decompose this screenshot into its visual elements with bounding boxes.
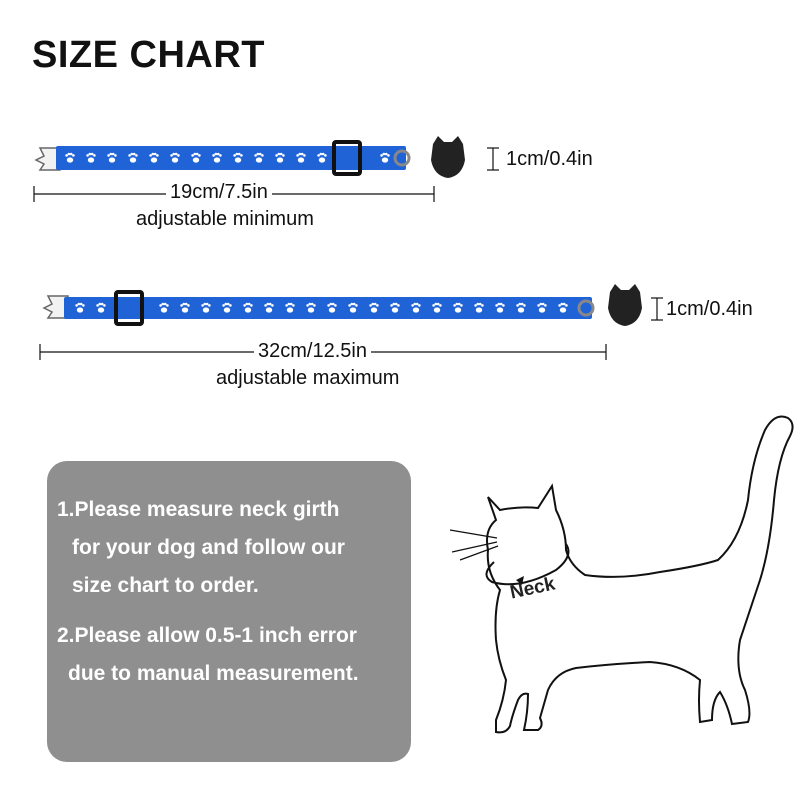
d-ring-icon bbox=[393, 149, 411, 167]
note-line-1: 1.Please measure neck girth bbox=[57, 498, 340, 521]
collar-maximum bbox=[39, 284, 663, 360]
collar-max-length: 32cm/12.5in bbox=[254, 340, 371, 363]
note-line-3: size chart to order. bbox=[72, 574, 259, 597]
note-line-4: 2.Please allow 0.5-1 inch error bbox=[57, 624, 357, 647]
page-title: SIZE CHART bbox=[32, 34, 265, 76]
collar-max-label: adjustable maximum bbox=[216, 367, 400, 389]
collar-max-width: 1cm/0.4in bbox=[666, 298, 753, 320]
cat-silhouette-icon bbox=[449, 415, 794, 734]
slider-icon bbox=[332, 140, 362, 176]
cat-head-charm-icon bbox=[431, 136, 465, 178]
collars-illustration bbox=[33, 136, 663, 360]
note-line-2: for your dog and follow our bbox=[72, 536, 345, 559]
collar-min-length: 19cm/7.5in bbox=[166, 181, 272, 204]
note-line-5: due to manual measurement. bbox=[68, 662, 359, 685]
instructions-box bbox=[47, 461, 411, 762]
collar-min-label: adjustable minimum bbox=[136, 208, 314, 230]
collar-min-width: 1cm/0.4in bbox=[506, 148, 593, 170]
collar-minimum bbox=[33, 136, 499, 202]
